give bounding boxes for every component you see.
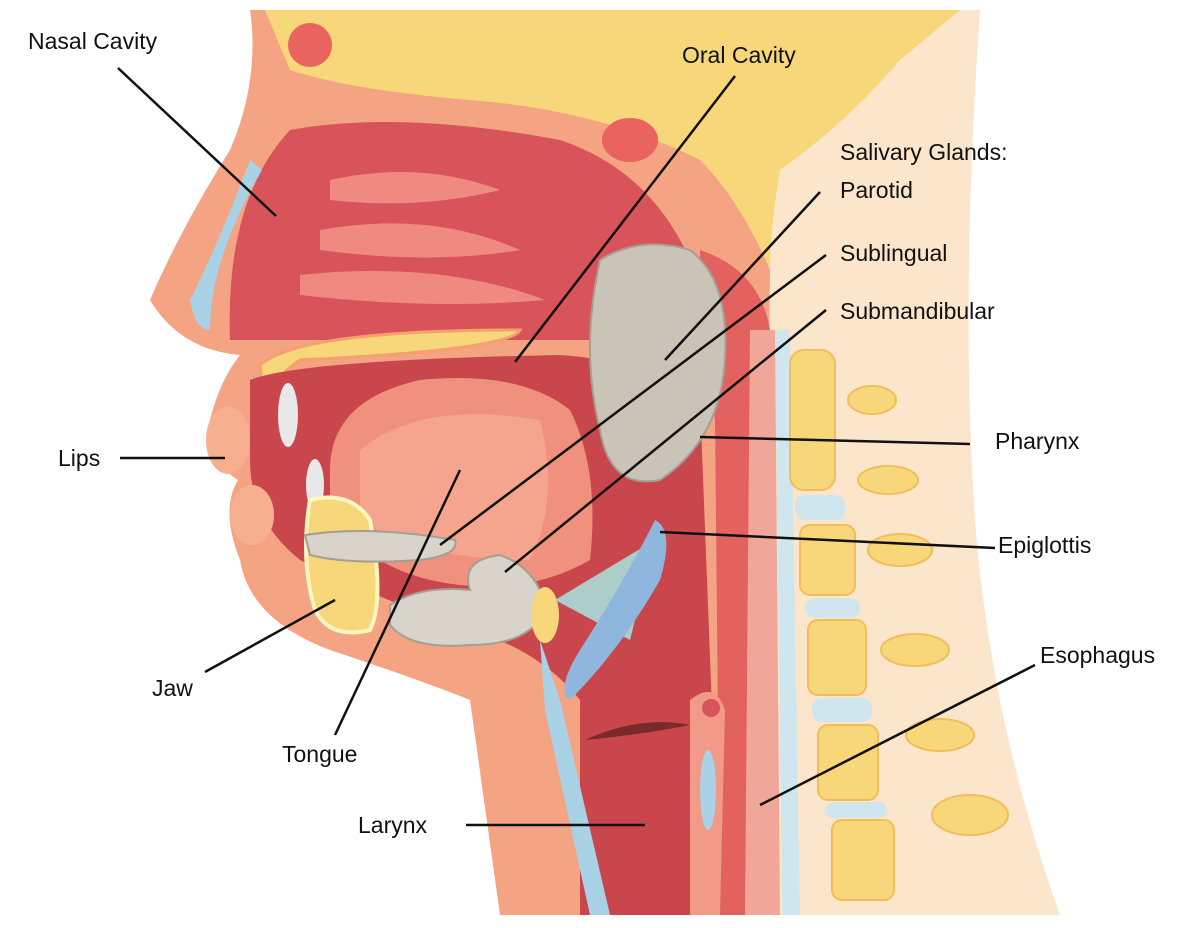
lower-lip xyxy=(230,485,274,545)
label-parotid: Parotid xyxy=(840,177,913,203)
label-sublingual: Sublingual xyxy=(840,240,948,266)
epiglottis xyxy=(564,520,667,700)
leader-esophagus xyxy=(759,663,1036,807)
jaw-bone xyxy=(304,495,380,635)
label-jaw: Jaw xyxy=(152,675,193,701)
frontal-sinus xyxy=(288,23,332,67)
leader-parotid xyxy=(664,191,821,361)
sphenoid-sinus xyxy=(602,118,658,162)
label-salivary-glands: Salivary Glands: xyxy=(840,139,1008,165)
label-pharynx: Pharynx xyxy=(995,428,1080,454)
label-epiglottis: Epiglottis xyxy=(998,532,1092,558)
parotid-gland xyxy=(589,243,727,483)
submandibular-gland xyxy=(389,553,547,647)
leader-jaw xyxy=(204,598,336,674)
leader-oral-cavity xyxy=(514,75,736,363)
label-larynx: Larynx xyxy=(358,812,428,838)
upper-lip xyxy=(206,406,250,474)
label-submandibular: Submandibular xyxy=(840,298,995,324)
esophagus xyxy=(745,330,780,915)
hyoid-bone xyxy=(531,587,559,643)
leader-sublingual xyxy=(439,254,827,546)
leader-epiglottis xyxy=(659,530,996,550)
upper-tooth xyxy=(278,383,298,447)
label-tongue: Tongue xyxy=(282,741,358,767)
leader-lines xyxy=(117,67,1036,827)
leader-submandibular xyxy=(504,309,827,573)
leader-pharynx xyxy=(699,435,971,446)
leader-tongue xyxy=(333,469,462,736)
skull-bone xyxy=(265,10,960,270)
label-esophagus: Esophagus xyxy=(1040,642,1156,668)
label-lips: Lips xyxy=(58,445,101,471)
label-oral-cavity: Oral Cavity xyxy=(682,42,796,68)
larynx xyxy=(540,640,610,915)
label-nasal-cavity: Nasal Cavity xyxy=(28,28,158,54)
leader-nasal-cavity xyxy=(117,67,277,217)
sublingual-gland xyxy=(303,530,457,563)
intervertebral-discs xyxy=(795,495,887,818)
vertebrae xyxy=(789,349,1009,901)
